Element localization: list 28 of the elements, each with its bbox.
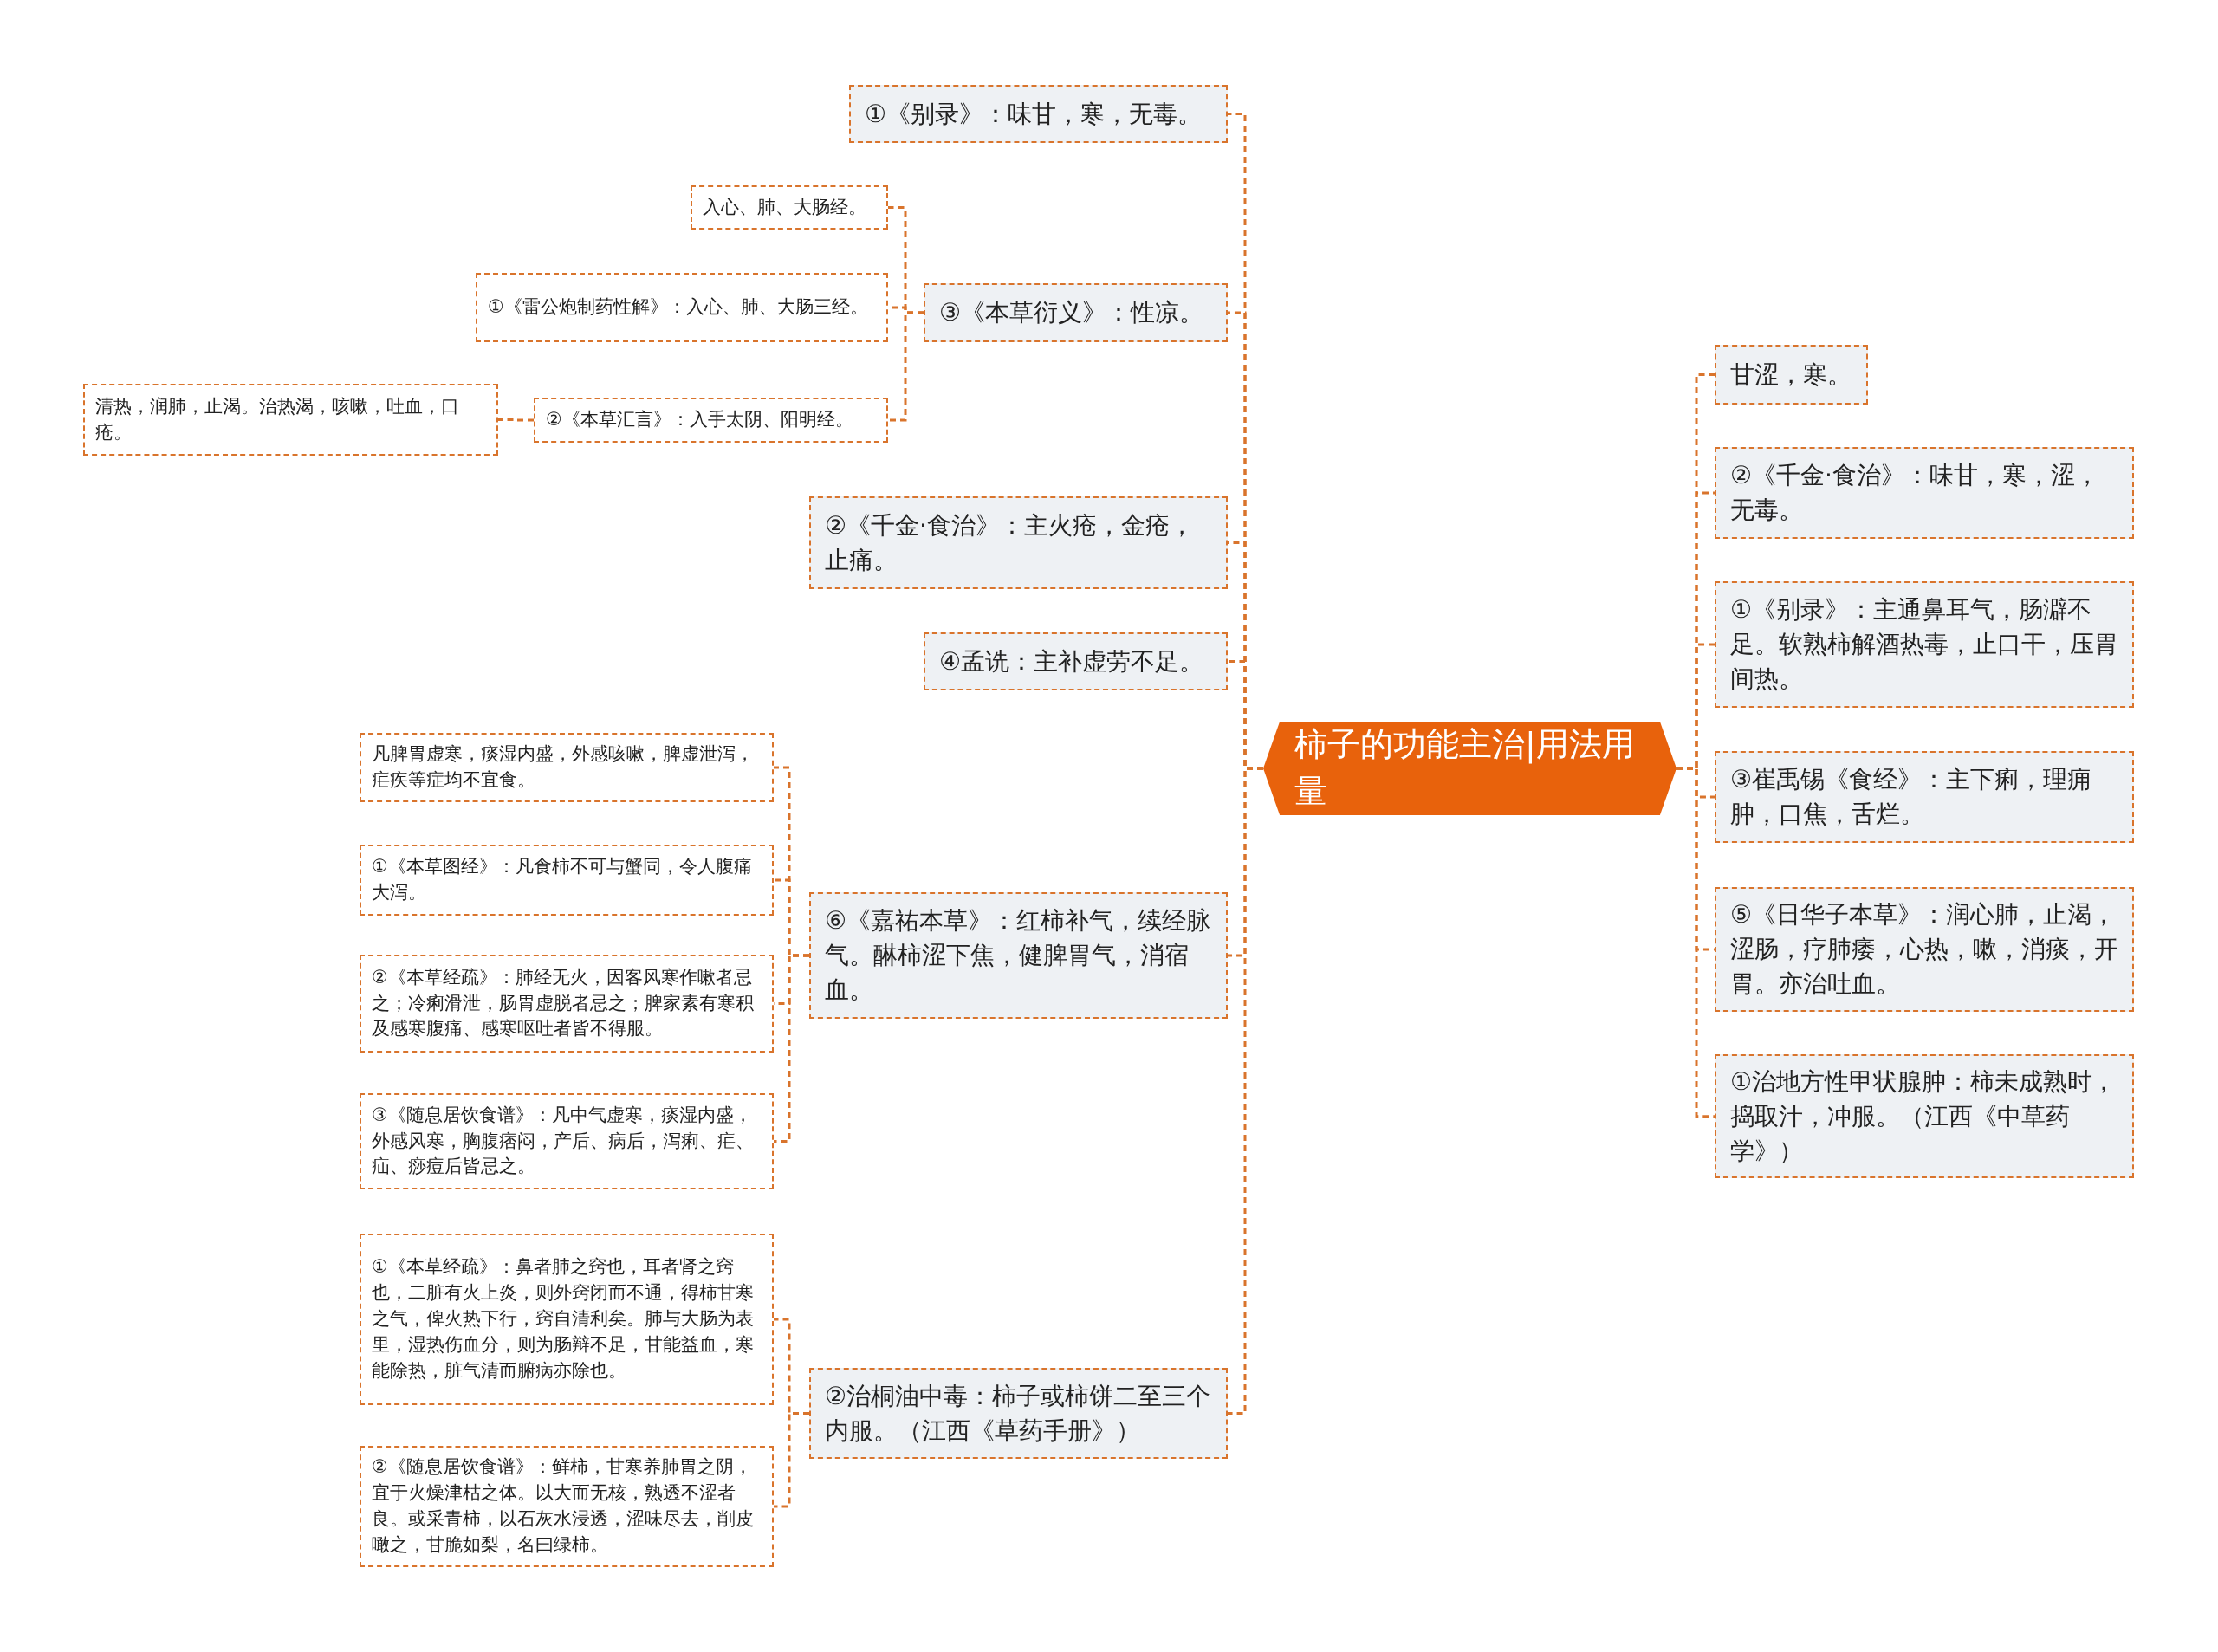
topic-box: ②治桐油中毒：柿子或柿饼二至三个内服。（江西《草药手册》）: [809, 1368, 1228, 1459]
topic-box: 凡脾胃虚寒，痰湿内盛，外感咳嗽，脾虚泄泻，疟疾等症均不宜食。: [360, 733, 774, 802]
topic-box: ①《雷公炮制药性解》：入心、肺、大肠三经。: [476, 273, 888, 342]
topic-box: ②《随息居饮食谱》：鲜柿，甘寒养肺胃之阴，宜于火燥津枯之体。以大而无核，熟透不涩者良。或采青柿，以石灰水浸透，涩味尽去，削皮噉之，甘脆如梨，名曰绿柿。: [360, 1446, 774, 1567]
topic-box: 甘涩，寒。: [1715, 345, 1868, 405]
topic-box: 入心、肺、大肠经。: [691, 185, 888, 230]
topic-box: ⑥《嘉祐本草》：红柿补气，续经脉气。醂柿涩下焦，健脾胃气，消宿血。: [809, 892, 1228, 1019]
topic-box: ⑤《日华子本草》：润心肺，止渴，涩肠，疗肺痿，心热，嗽，消痰，开胃。亦治吐血。: [1715, 887, 2134, 1012]
connector-line: [498, 418, 534, 422]
connector-line: [888, 311, 924, 422]
topic-box: ③崔禹锡《食经》：主下痢，理痈肿，口焦，舌烂。: [1715, 751, 2134, 843]
connector-line: [774, 1412, 809, 1508]
central-topic: 柿子的功能主治|用法用量: [1263, 722, 1676, 815]
connector-line: [774, 954, 809, 1143]
topic-box: ①《别录》：主通鼻耳气，肠澼不足。软熟柿解酒热毒，止口干，压胃间热。: [1715, 581, 2134, 708]
topic-box: ③《随息居饮食谱》：凡中气虚寒，痰湿内盛，外感风寒，胸腹痞闷，产后、病后，泻痢、疟、疝、痧痘后皆忌之。: [360, 1093, 774, 1189]
topic-box: ②《千金·食治》：主火疮，金疮，止痛。: [809, 496, 1228, 589]
connector-line: [1676, 767, 1715, 1118]
topic-box: ①治地方性甲状腺肿：柿未成熟时，捣取汁，冲服。（江西《中草药学》）: [1715, 1054, 2134, 1179]
topic-box: ③《本草衍义》：性凉。: [924, 283, 1228, 342]
topic-box: ①《本草图经》：凡食柿不可与蟹同，令人腹痛大泻。: [360, 845, 774, 916]
topic-box: ①《别录》：味甘，寒，无毒。: [849, 85, 1228, 143]
topic-box: ②《本草汇言》：入手太阴、阳明经。: [534, 398, 888, 443]
topic-box: 清热，润肺，止渴。治热渴，咳嗽，吐血，口疮。: [83, 384, 498, 456]
topic-box: ①《本草经疏》：鼻者肺之窍也，耳者肾之窍也，二脏有火上炎，则外窍闭而不通，得柿甘寒之气，俾火热下行，窍自清利矣。肺与大肠为表里，湿热伤血分，则为肠辩不足，甘能益血，寒能除热，脏气清而腑病亦除也。: [360, 1234, 774, 1405]
topic-box: ②《本草经疏》：肺经无火，因客风寒作嗽者忌之；冷痢滑泄，肠胃虚脱者忌之；脾家素有寒积及感寒腹痛、感寒呕吐者皆不得服。: [360, 955, 774, 1053]
topic-box: ②《千金·食治》：味甘，寒，涩，无毒。: [1715, 447, 2134, 539]
topic-box: ④孟诜：主补虚劳不足。: [924, 632, 1228, 690]
